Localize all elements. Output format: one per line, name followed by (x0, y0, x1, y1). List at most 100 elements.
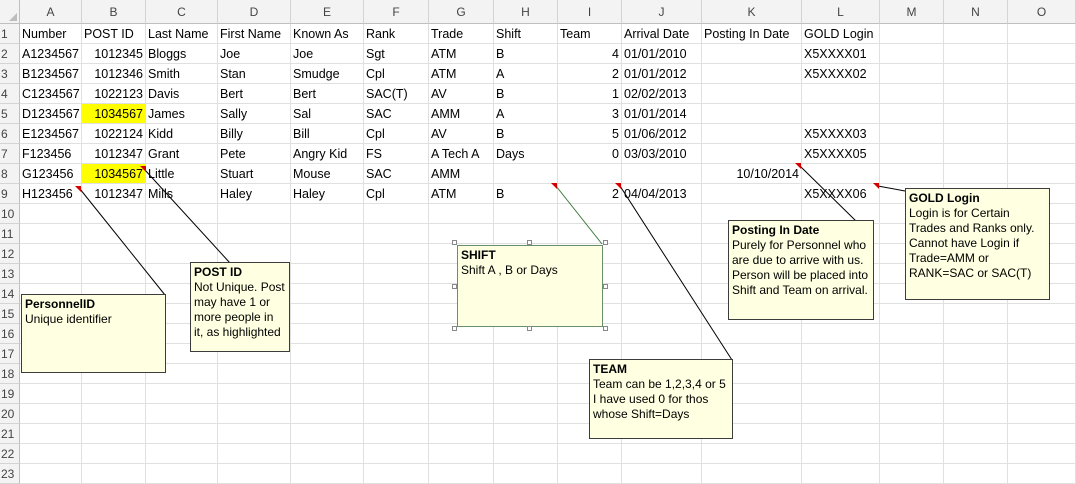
table-cell[interactable] (880, 104, 944, 124)
table-cell[interactable] (880, 444, 944, 464)
table-cell[interactable]: Grant (146, 144, 218, 164)
table-cell[interactable] (1008, 144, 1076, 164)
row-header[interactable]: 4 (0, 84, 20, 104)
table-cell[interactable]: Haley (218, 184, 291, 204)
table-cell[interactable]: C1234567 (20, 84, 82, 104)
table-cell[interactable] (622, 244, 702, 264)
table-cell[interactable] (702, 364, 802, 384)
table-cell[interactable] (944, 84, 1008, 104)
table-cell[interactable] (702, 444, 802, 464)
table-cell[interactable] (702, 464, 802, 484)
table-cell[interactable] (944, 444, 1008, 464)
table-cell[interactable]: Stuart (218, 164, 291, 184)
resize-handle[interactable] (603, 326, 608, 331)
table-cell[interactable] (364, 344, 429, 364)
table-cell[interactable] (702, 344, 802, 364)
table-cell[interactable] (82, 384, 146, 404)
table-cell[interactable]: 01/01/2014 (622, 104, 702, 124)
table-cell[interactable] (622, 264, 702, 284)
table-cell[interactable] (364, 364, 429, 384)
table-cell[interactable] (291, 464, 364, 484)
table-cell[interactable]: 1012345 (82, 44, 146, 64)
table-cell[interactable] (702, 64, 802, 84)
table-cell[interactable]: James (146, 104, 218, 124)
table-cell[interactable] (880, 24, 944, 44)
table-cell[interactable] (944, 364, 1008, 384)
table-cell[interactable]: Sally (218, 104, 291, 124)
table-cell[interactable] (291, 324, 364, 344)
table-cell[interactable] (364, 384, 429, 404)
table-cell[interactable] (429, 364, 494, 384)
table-cell[interactable] (802, 344, 880, 364)
row-header[interactable]: 9 (0, 184, 20, 204)
row-header[interactable]: 23 (0, 464, 20, 484)
column-header[interactable]: G (429, 0, 494, 24)
comment-gold-login[interactable]: GOLD Login Login is for Certain Trades a… (905, 188, 1050, 300)
table-cell[interactable]: Bert (291, 84, 364, 104)
column-header[interactable]: F (364, 0, 429, 24)
row-header[interactable]: 17 (0, 344, 20, 364)
table-cell[interactable] (218, 384, 291, 404)
table-cell[interactable] (429, 344, 494, 364)
table-cell[interactable]: E1234567 (20, 124, 82, 144)
table-cell[interactable] (291, 224, 364, 244)
table-cell[interactable]: 1034567 (82, 104, 146, 124)
resize-handle[interactable] (452, 240, 457, 245)
column-header[interactable]: E (291, 0, 364, 24)
table-cell[interactable]: 2 (558, 64, 622, 84)
table-cell[interactable]: X5XXXX06 (802, 184, 880, 204)
table-cell[interactable] (218, 244, 291, 264)
column-header[interactable]: M (880, 0, 944, 24)
table-cell[interactable] (944, 64, 1008, 84)
row-header[interactable]: 21 (0, 424, 20, 444)
header-cell[interactable]: POST ID (82, 24, 146, 44)
table-cell[interactable] (1008, 64, 1076, 84)
table-cell[interactable]: Smudge (291, 64, 364, 84)
table-cell[interactable]: ATM (429, 44, 494, 64)
table-cell[interactable]: B1234567 (20, 64, 82, 84)
row-header[interactable]: 14 (0, 284, 20, 304)
table-cell[interactable] (20, 444, 82, 464)
table-cell[interactable] (364, 444, 429, 464)
row-header[interactable]: 3 (0, 64, 20, 84)
table-cell[interactable]: 02/02/2013 (622, 84, 702, 104)
table-cell[interactable] (944, 344, 1008, 364)
table-cell[interactable]: AV (429, 124, 494, 144)
table-cell[interactable]: 10/10/2014 (702, 164, 802, 184)
table-cell[interactable] (218, 464, 291, 484)
table-cell[interactable]: SAC (364, 104, 429, 124)
table-cell[interactable] (880, 304, 944, 324)
table-cell[interactable]: 1 (558, 84, 622, 104)
table-cell[interactable]: ATM (429, 184, 494, 204)
table-cell[interactable] (1008, 164, 1076, 184)
table-cell[interactable] (364, 404, 429, 424)
comment-marker[interactable] (873, 183, 879, 189)
header-cell[interactable]: Team (558, 24, 622, 44)
table-cell[interactable] (1008, 384, 1076, 404)
table-cell[interactable] (880, 424, 944, 444)
table-cell[interactable] (1008, 24, 1076, 44)
column-header[interactable]: A (20, 0, 82, 24)
table-cell[interactable]: Bloggs (146, 44, 218, 64)
table-cell[interactable] (1008, 344, 1076, 364)
comment-marker[interactable] (140, 166, 146, 172)
table-cell[interactable] (880, 84, 944, 104)
table-cell[interactable] (944, 404, 1008, 424)
header-cell[interactable]: First Name (218, 24, 291, 44)
table-cell[interactable] (82, 364, 146, 384)
table-cell[interactable] (20, 424, 82, 444)
table-cell[interactable]: AV (429, 84, 494, 104)
resize-handle[interactable] (452, 326, 457, 331)
comment-marker[interactable] (75, 186, 81, 192)
table-cell[interactable] (494, 444, 558, 464)
table-cell[interactable] (291, 304, 364, 324)
table-cell[interactable] (20, 404, 82, 424)
table-cell[interactable] (622, 284, 702, 304)
table-cell[interactable] (494, 364, 558, 384)
row-header[interactable]: 18 (0, 364, 20, 384)
table-cell[interactable] (622, 464, 702, 484)
table-cell[interactable] (146, 204, 218, 224)
table-cell[interactable]: Stan (218, 64, 291, 84)
column-header[interactable]: O (1008, 0, 1076, 24)
table-cell[interactable]: Days (494, 144, 558, 164)
